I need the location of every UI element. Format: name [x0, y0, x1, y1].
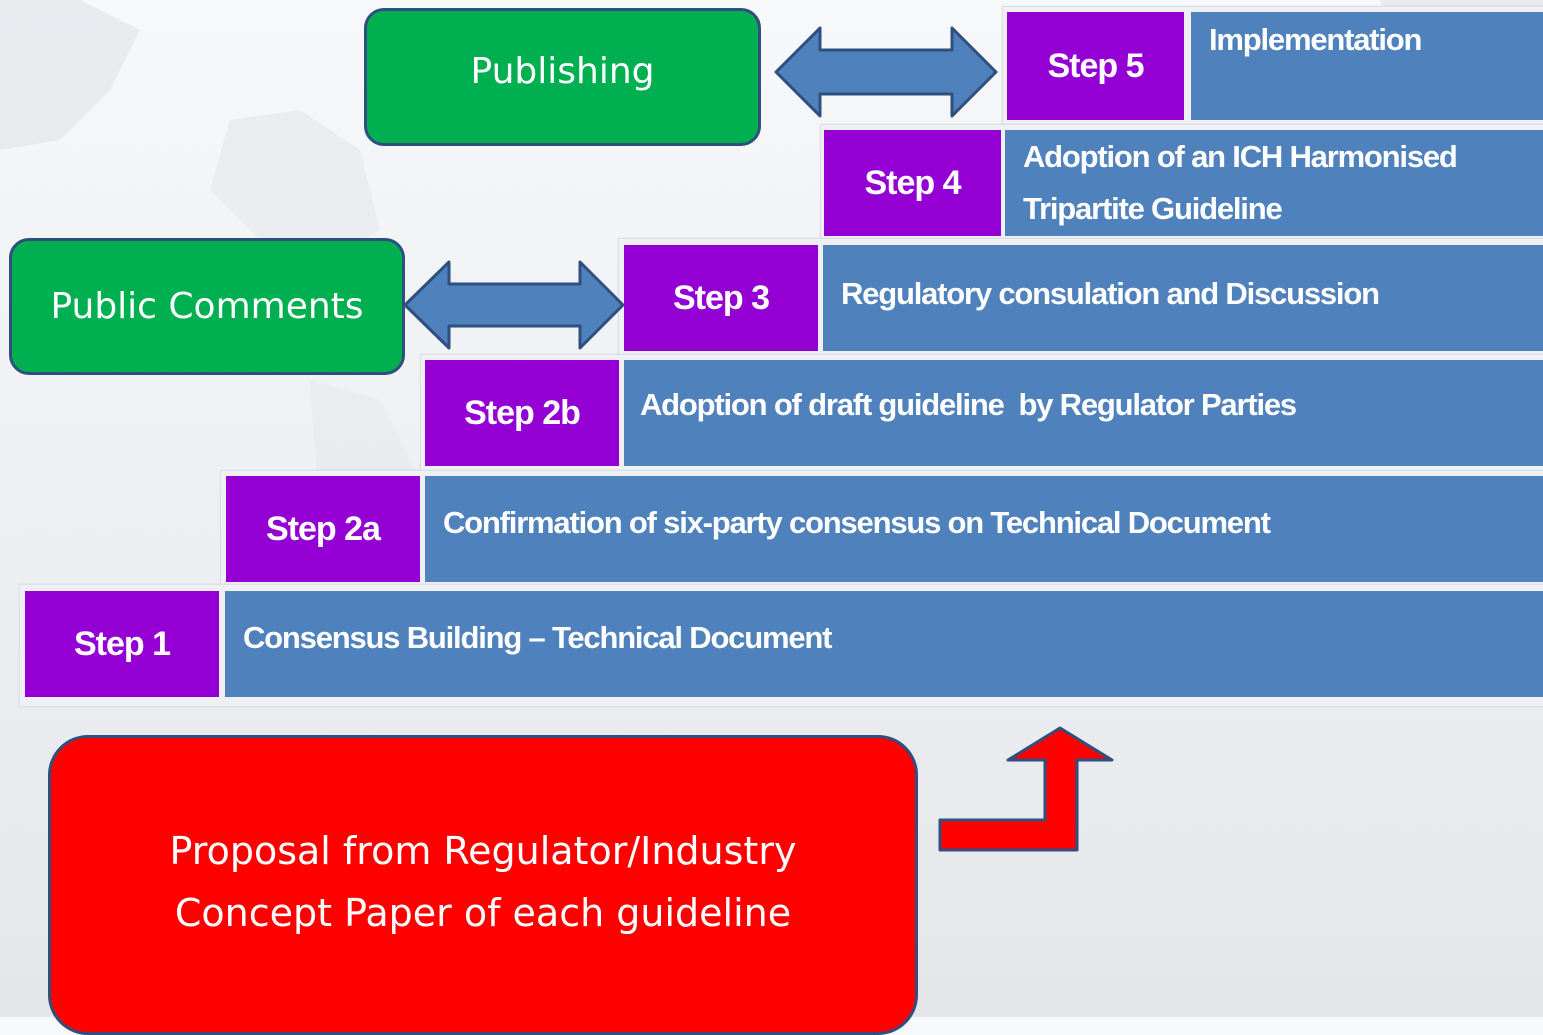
publishing-double-arrow	[774, 26, 998, 118]
step-2b-description: Adoption of draft guideline by Regulator…	[624, 360, 1543, 466]
step-2a-description: Confirmation of six-party consensus on T…	[425, 476, 1543, 582]
step-5-label: Step 5	[1007, 12, 1184, 120]
step-2b-label: Step 2b	[425, 360, 619, 466]
public-comments-box-text: Public Comments	[50, 286, 364, 327]
step-4-description-line-2: Tripartite Guideline	[1023, 191, 1283, 226]
public-comments-box: Public Comments	[9, 238, 405, 375]
step-2a-label-text: Step 2a	[266, 509, 381, 548]
step-3-description: Regulatory consulation and Discussion	[823, 245, 1543, 351]
step-3-label-text: Step 3	[672, 278, 770, 317]
step-2b-description-text: Adoption of draft guideline by Regulator…	[640, 387, 1297, 422]
step-4-label: Step 4	[824, 130, 1001, 236]
publishing-box: Publishing	[364, 8, 761, 146]
proposal-up-arrow	[938, 726, 1114, 852]
step-2a-label: Step 2a	[226, 476, 420, 582]
step-5-description-text: Implementation	[1209, 22, 1422, 57]
step-4-label-text: Step 4	[864, 163, 961, 202]
step-4-description: Adoption of an ICH Harmonised Tripartite…	[1005, 130, 1543, 236]
step-3-description-text: Regulatory consulation and Discussion	[841, 276, 1380, 311]
step-1-label-text: Step 1	[73, 624, 171, 663]
publishing-box-text: Publishing	[470, 50, 655, 92]
step-1-label: Step 1	[25, 591, 219, 697]
step-3-label: Step 3	[624, 245, 818, 351]
step-2a-description-text: Confirmation of six-party consensus on T…	[443, 505, 1271, 540]
step-1-description: Consensus Building – Technical Document	[225, 591, 1543, 697]
proposal-line-1: Proposal from Regulator/Industry	[169, 829, 797, 873]
step-5-label-text: Step 5	[1047, 46, 1144, 85]
step-4-description-line-1: Adoption of an ICH Harmonised	[1023, 139, 1458, 174]
step-5-description: Implementation	[1191, 12, 1543, 120]
step-2b-label-text: Step 2b	[464, 393, 581, 432]
public-comments-double-arrow	[403, 260, 625, 350]
proposal-line-2: Concept Paper of each guideline	[174, 891, 792, 935]
step-1-description-text: Consensus Building – Technical Document	[243, 620, 832, 655]
proposal-box: Proposal from Regulator/Industry Concept…	[48, 735, 918, 1035]
